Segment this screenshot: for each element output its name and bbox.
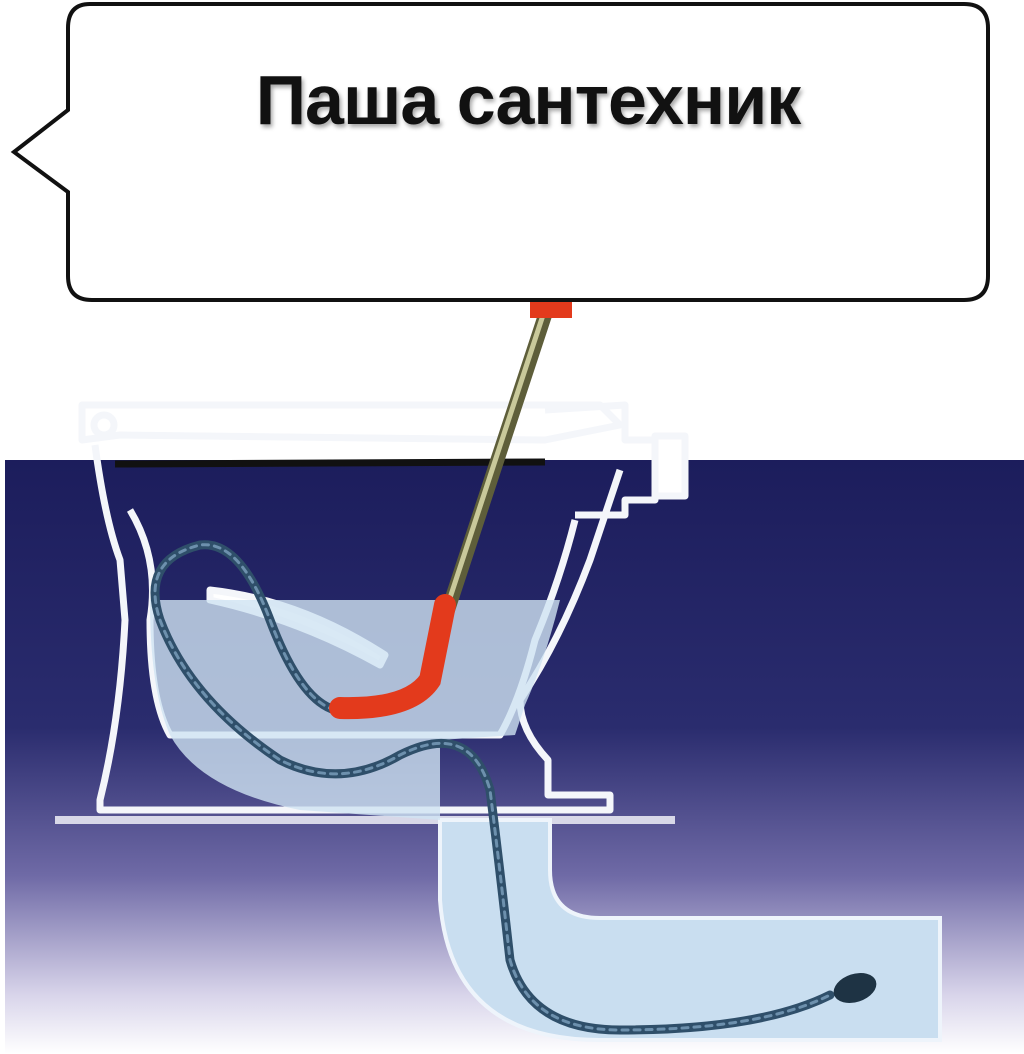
seat-hinge <box>90 411 118 439</box>
floor-line <box>55 816 675 824</box>
auger-rod-shine <box>443 297 551 613</box>
outlet-flange <box>651 432 689 500</box>
auger-cable <box>150 540 835 1035</box>
toilet-seat <box>78 401 624 444</box>
toilet-bowl-outer <box>91 444 624 814</box>
rim-line <box>114 458 546 468</box>
auger-tip-icon <box>833 973 877 1003</box>
auger-red-bend <box>329 594 456 720</box>
speech-bubble <box>10 1 990 302</box>
bubble-caption: Паша сантехник <box>255 61 802 139</box>
drain-pipe <box>438 818 942 1042</box>
